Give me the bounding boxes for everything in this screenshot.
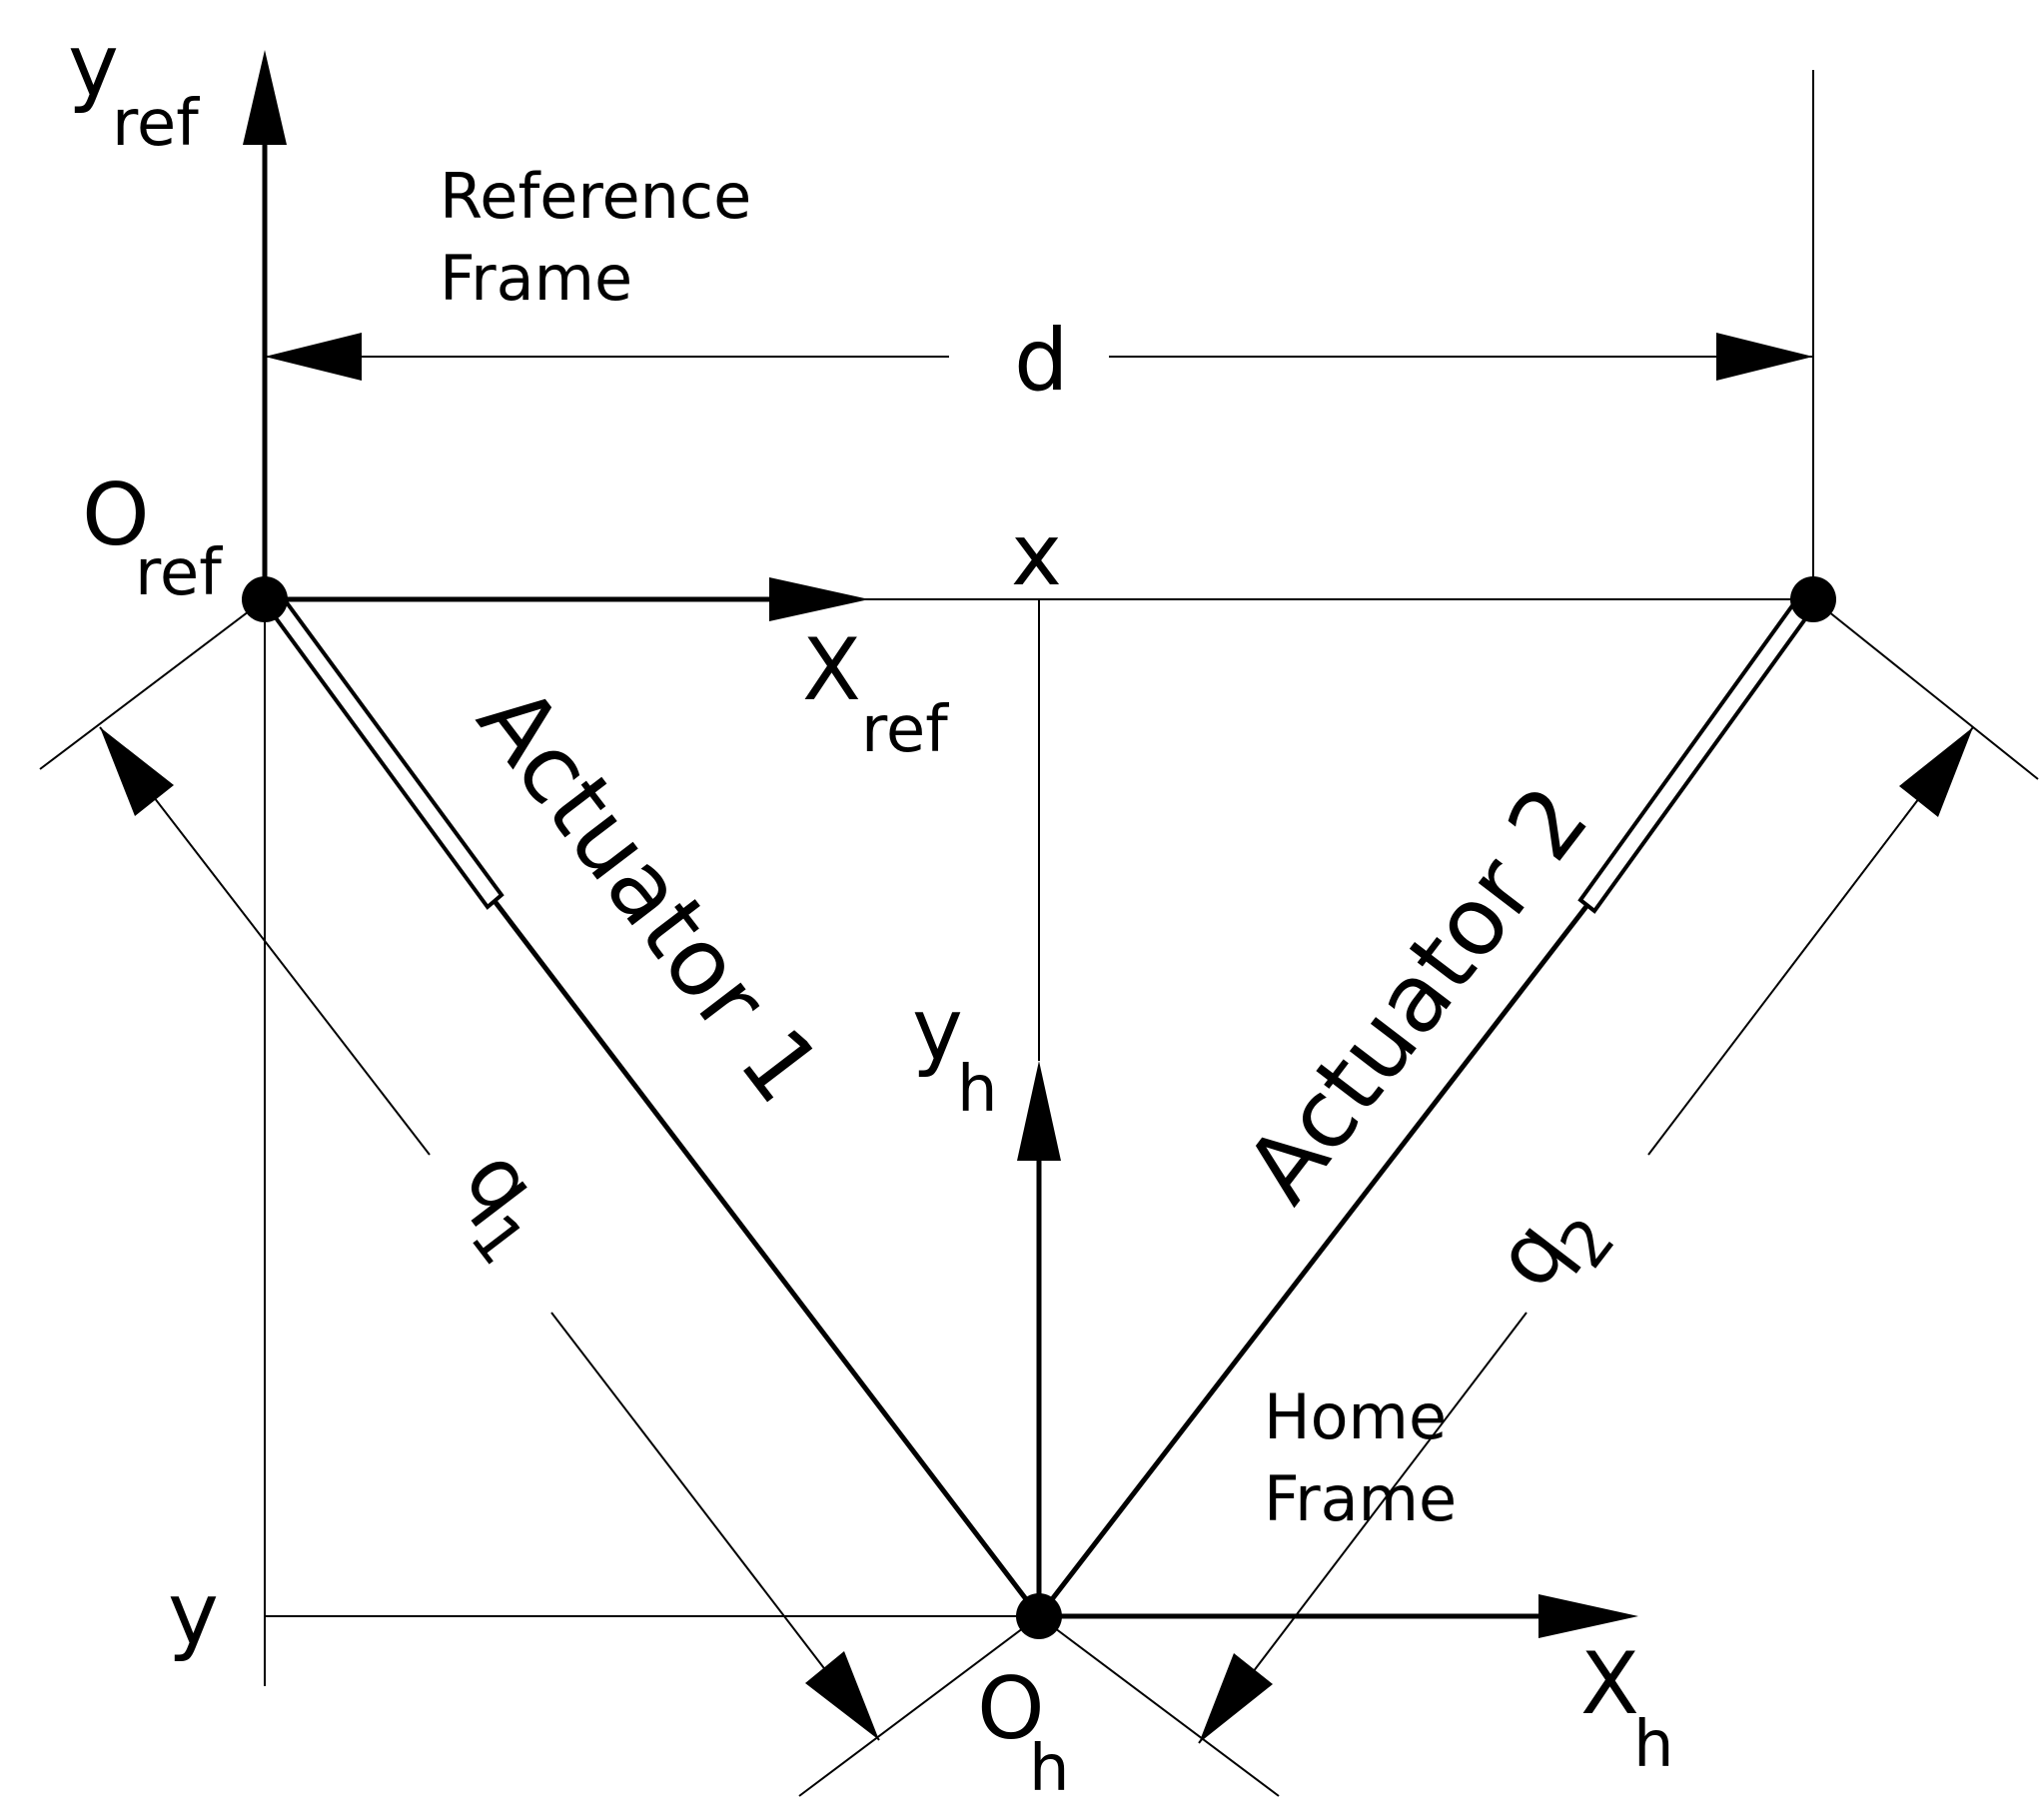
actuator-2-rod	[1037, 903, 1589, 1618]
actuator-1-cylinder	[255, 579, 505, 910]
reference-axes	[243, 50, 869, 621]
q1-ext-bottom	[798, 1615, 1040, 1797]
y-ref-label-main: y	[68, 16, 119, 116]
q1-arrow-top-icon	[100, 727, 174, 816]
actuator-2-label: Actuator 2	[1226, 767, 1610, 1223]
o-ref-label-main: O	[82, 465, 150, 565]
reference-frame-line2: Frame	[440, 242, 632, 315]
joint-right-icon	[1790, 576, 1836, 622]
q2-arrow-top-icon	[1899, 727, 1973, 817]
q2-ext-bottom	[1038, 1615, 1280, 1797]
actuator-1-label: Actuator 1	[457, 667, 841, 1123]
x-ref-arrow-icon	[769, 577, 869, 621]
actuator-1-rod	[493, 899, 1041, 1618]
y-h-label-sub: h	[957, 1053, 998, 1127]
o-h-label-sub: h	[1029, 1732, 1070, 1806]
joint-o-ref-icon	[242, 576, 288, 622]
q2-label: q 2	[1476, 1203, 1629, 1307]
d-label: d	[1014, 311, 1069, 411]
q1-arrow-bottom-icon	[805, 1651, 879, 1740]
x-h-label-main: X	[1580, 1634, 1639, 1734]
q2-arrow-bottom-icon	[1199, 1653, 1273, 1743]
q1-ext-top	[39, 598, 266, 770]
home-axes	[1017, 1061, 1638, 1638]
reference-frame-line1: Reference	[440, 160, 751, 233]
x-h-arrow-icon	[1538, 1594, 1638, 1638]
dimension-arrowheads	[100, 333, 1973, 1743]
q2-ext-top	[1812, 598, 2039, 780]
y-coordinate-label: y	[168, 1564, 219, 1664]
q1-label: q 1	[445, 1131, 557, 1279]
joint-o-h-icon	[1016, 1593, 1062, 1639]
home-frame-line1: Home	[1264, 1380, 1447, 1453]
home-frame-line2: Frame	[1264, 1462, 1457, 1535]
d-arrow-right-icon	[1716, 333, 1813, 381]
y-h-label-main: y	[912, 980, 963, 1080]
x-coordinate-label: x	[1011, 505, 1062, 605]
actuator-2-cylinder	[1577, 583, 1823, 914]
x-h-label-sub: h	[1633, 1708, 1674, 1782]
o-ref-label-sub: ref	[135, 536, 223, 610]
y-ref-label-sub: ref	[112, 87, 200, 161]
x-ref-label-sub: ref	[861, 693, 949, 767]
y-ref-arrow-icon	[243, 50, 287, 145]
x-ref-label-main: X	[802, 620, 861, 720]
d-arrow-left-icon	[265, 333, 362, 381]
y-h-arrow-icon	[1017, 1061, 1061, 1161]
o-h-label-main: O	[977, 1659, 1045, 1759]
